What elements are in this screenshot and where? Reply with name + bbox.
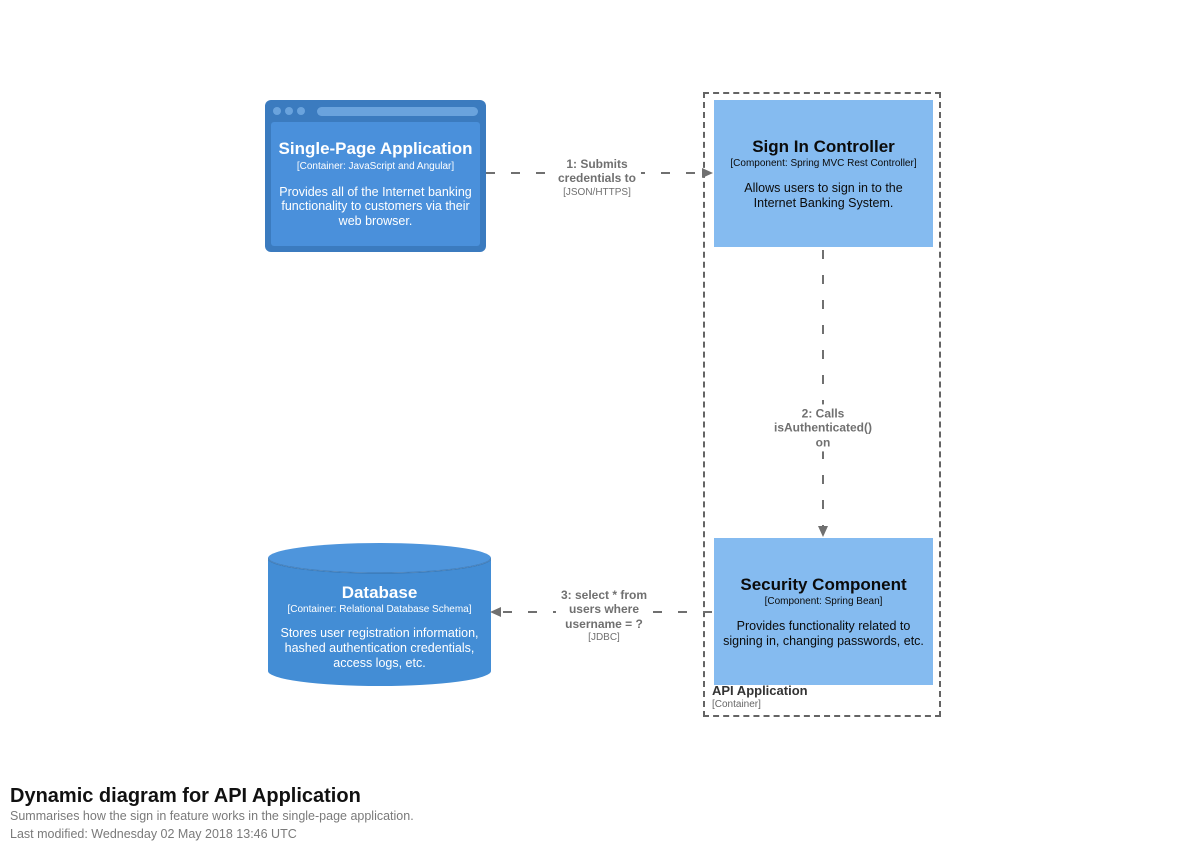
relationship-technology: [JDBC] <box>588 632 620 644</box>
browser-content-panel: Single-Page Application [Container: Java… <box>271 122 480 246</box>
relationship-description: username = ? <box>565 616 643 631</box>
database-text: Database [Container: Relational Database… <box>268 543 491 686</box>
element-description: Stores user registration information, ha… <box>280 626 479 670</box>
boundary-api-application: API Application [Container] <box>703 92 941 717</box>
element-database[interactable]: Database [Container: Relational Database… <box>267 543 492 686</box>
diagram-title-block: Dynamic diagram for API Application Summ… <box>10 784 414 843</box>
relationship-description: 3: select * from <box>560 587 648 602</box>
browser-chrome-bar <box>265 100 486 122</box>
element-metadata: [Container: JavaScript and Angular] <box>296 160 455 172</box>
relationship-description: 2: Calls <box>801 406 845 421</box>
element-sign-in-controller[interactable]: Sign In Controller [Component: Spring MV… <box>714 100 933 247</box>
relationship-description: on <box>815 435 831 450</box>
browser-address-bar <box>317 106 478 116</box>
element-name: Database <box>341 582 418 602</box>
relationship-description: credentials to <box>557 171 637 186</box>
element-single-page-application[interactable]: Single-Page Application [Container: Java… <box>265 100 486 252</box>
element-metadata: [Component: Spring Bean] <box>764 596 883 608</box>
relationship-3-label[interactable]: 3: select * from users where username = … <box>555 585 653 647</box>
browser-dot-icon <box>273 107 281 115</box>
browser-dot-icon <box>285 107 293 115</box>
boundary-meta: [Container] <box>712 699 761 710</box>
browser-dot-icon <box>297 107 305 115</box>
diagram-subtitle: Summarises how the sign in feature works… <box>10 809 414 823</box>
element-name: Single-Page Application <box>278 139 473 159</box>
element-metadata: [Component: Spring MVC Rest Controller] <box>730 158 917 170</box>
element-description: Provides functionality related to signin… <box>723 619 924 648</box>
boundary-name: API Application <box>712 683 808 699</box>
relationship-description: 1: Submits <box>566 157 628 172</box>
element-name: Security Component <box>740 574 907 594</box>
relationship-2-label[interactable]: 2: Calls isAuthenticated() on <box>768 404 878 452</box>
element-name: Sign In Controller <box>752 136 895 156</box>
database-cylinder-icon <box>267 543 492 686</box>
element-metadata: [Container: Relational Database Schema] <box>287 604 472 616</box>
element-description: Allows users to sign in to the Internet … <box>744 181 903 210</box>
relationship-3-arrowhead-icon <box>490 607 501 617</box>
relationship-description: isAuthenticated() <box>773 420 873 435</box>
relationship-1-label[interactable]: 1: Submits credentials to [JSON/HTTPS] <box>552 155 642 201</box>
relationship-technology: [JSON/HTTPS] <box>563 186 631 198</box>
diagram-last-modified: Last modified: Wednesday 02 May 2018 13:… <box>10 826 297 841</box>
diagram-title: Dynamic diagram for API Application <box>10 785 361 807</box>
element-security-component[interactable]: Security Component [Component: Spring Be… <box>714 538 933 685</box>
element-description: Provides all of the Internet banking fun… <box>279 184 472 229</box>
relationship-description: users where <box>568 602 640 617</box>
boundary-label: API Application [Container] <box>712 683 808 710</box>
